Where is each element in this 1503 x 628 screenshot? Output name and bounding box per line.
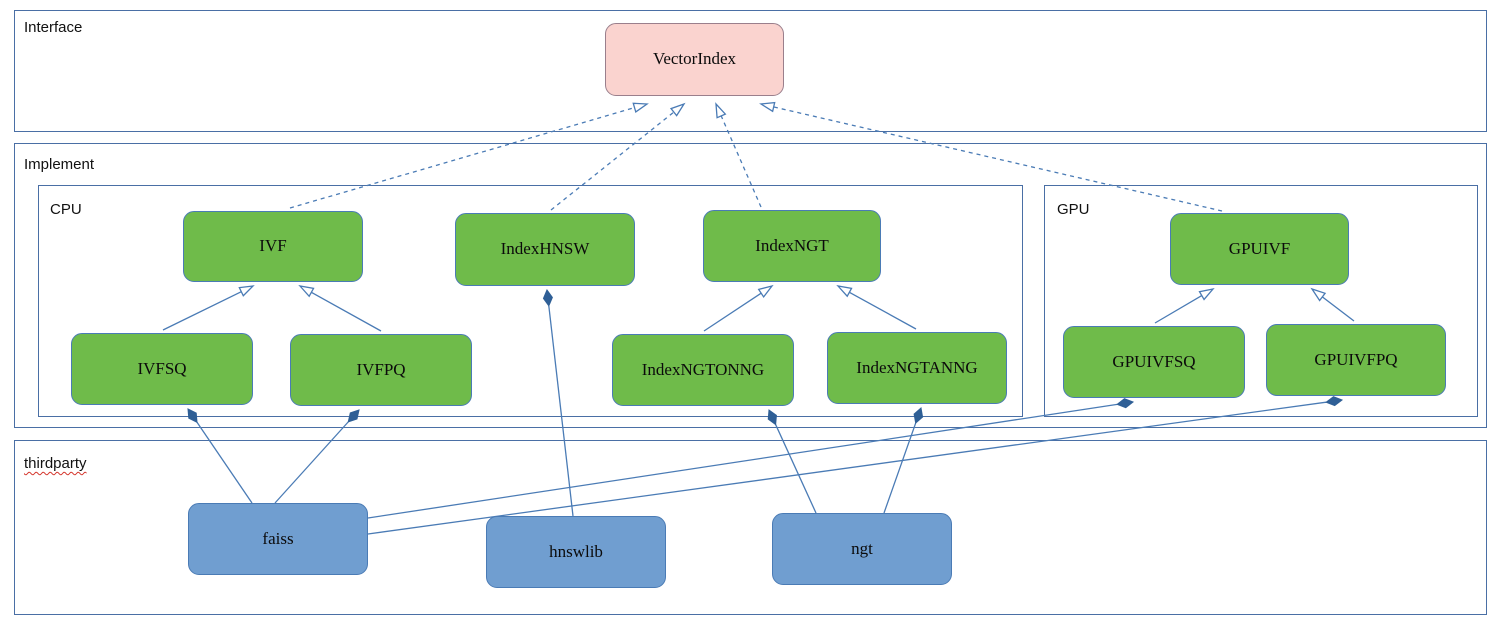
container-label-gpu: GPU — [1057, 201, 1090, 218]
node-faiss[interactable]: faiss — [188, 503, 368, 575]
node-ivf[interactable]: IVF — [183, 211, 363, 282]
node-indexngtonng[interactable]: IndexNGTONNG — [612, 334, 794, 406]
node-indexhnsw[interactable]: IndexHNSW — [455, 213, 635, 286]
container-label-interface: Interface — [24, 19, 83, 36]
node-vectorindex[interactable]: VectorIndex — [605, 23, 784, 96]
node-ngt[interactable]: ngt — [772, 513, 952, 585]
container-label-implement: Implement — [24, 156, 95, 173]
node-ivfsq[interactable]: IVFSQ — [71, 333, 253, 405]
container-label-thirdparty: thirdparty — [24, 455, 87, 472]
node-indexngt[interactable]: IndexNGT — [703, 210, 881, 282]
container-label-cpu: CPU — [50, 201, 82, 218]
node-hnswlib[interactable]: hnswlib — [486, 516, 666, 588]
node-indexngtanng[interactable]: IndexNGTANNG — [827, 332, 1007, 404]
node-gpuivfsq[interactable]: GPUIVFSQ — [1063, 326, 1245, 398]
node-gpuivfpq[interactable]: GPUIVFPQ — [1266, 324, 1446, 396]
node-gpuivf[interactable]: GPUIVF — [1170, 213, 1349, 285]
node-ivfpq[interactable]: IVFPQ — [290, 334, 472, 406]
